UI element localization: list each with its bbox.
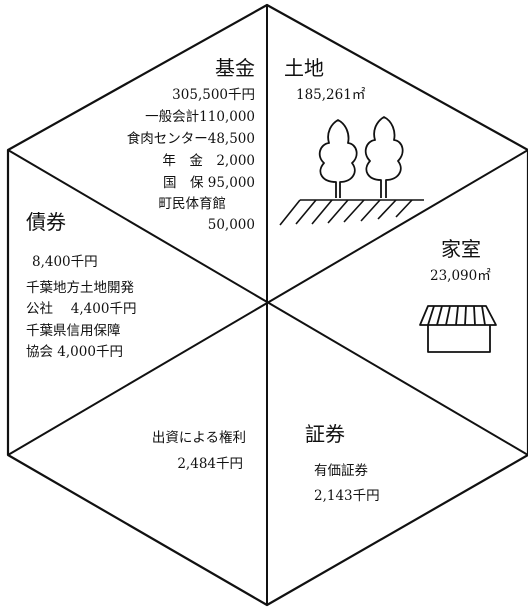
securities-value: 2,143千円 [314, 488, 380, 504]
buildings-value: 23,090㎡ [430, 268, 491, 284]
bonds-total: 8,400千円 [32, 254, 98, 270]
fund-item: 一般会計110,000 [145, 109, 255, 125]
segment-buildings: 家室 23,090㎡ [419, 237, 497, 353]
land-value: 185,261㎡ [296, 87, 366, 103]
house-icon [419, 305, 497, 353]
bonds-item: 公社 4,400千円 [26, 301, 136, 317]
segment-fund: 基金 305,500千円 一般会計110,000 食肉センター48,500 年 … [127, 56, 255, 233]
bonds-item: 協会 4,000千円 [26, 344, 123, 360]
bonds-item: 千葉県信用保障 [26, 323, 121, 339]
investment-rights-title: 出資による権利 [152, 429, 246, 446]
fund-item: 国 保 95,000 [163, 175, 255, 191]
tree-icon [318, 119, 358, 198]
fund-item: 町民体育館 [159, 196, 227, 212]
tree-icon [364, 116, 404, 198]
divider-diagonal-b [7, 149, 528, 456]
buildings-title: 家室 [441, 237, 481, 261]
segment-land: 土地 185,261㎡ [279, 56, 424, 226]
ground-hatch-icon [279, 199, 424, 226]
fund-item: 年 金 2,000 [162, 153, 255, 169]
fund-total: 305,500千円 [172, 87, 255, 103]
bonds-title: 債券 [26, 210, 66, 234]
securities-subtitle: 有価証券 [314, 463, 368, 479]
segment-investment-rights: 出資による権利 2,484千円 [152, 429, 246, 472]
fund-item: 50,000 [208, 217, 255, 233]
securities-title: 証券 [305, 422, 345, 446]
fund-item: 食肉センター48,500 [127, 130, 255, 147]
bonds-item: 千葉地方土地開発 [26, 280, 134, 296]
fund-title: 基金 [215, 56, 255, 80]
investment-rights-value: 2,484千円 [177, 456, 243, 472]
segment-bonds: 債券 8,400千円 千葉地方土地開発 公社 4,400千円 千葉県信用保障 協… [26, 210, 136, 360]
segment-securities: 証券 有価証券 2,143千円 [305, 422, 380, 504]
land-title: 土地 [284, 56, 324, 80]
